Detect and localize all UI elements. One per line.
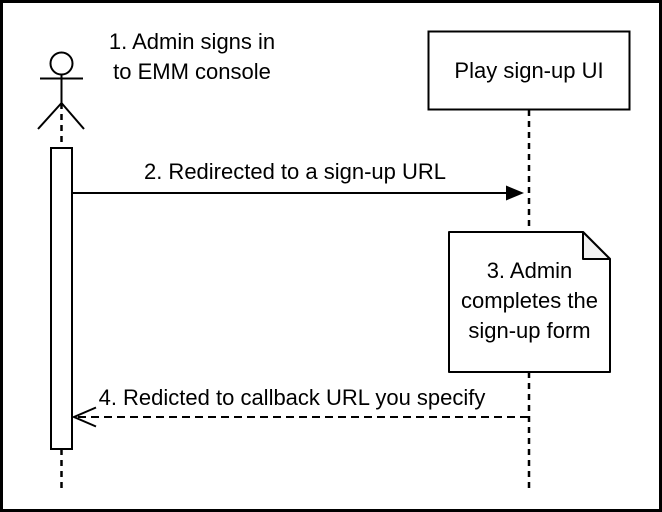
step1-label: 1. Admin signs in to EMM console [92,27,292,87]
step1-label-line1: 1. Admin signs in [108,29,276,54]
step3-note-line2: completes the [461,288,598,313]
message4-open-arrowhead-icon [71,406,97,428]
step2-message-label: 2. Redirected to a sign-up URL [143,159,447,184]
actor-icon [37,51,85,130]
step3-note-line1: 3. Admin [486,258,573,283]
play-signup-ui-box [427,30,631,111]
activation-bar [50,147,73,450]
actor-head [49,51,74,76]
step1-label-line2: to EMM console [113,59,271,84]
play-signup-ui-label: Play sign-up UI [454,57,604,83]
actor-left-leg [37,102,63,130]
message2-arrowhead-icon [506,185,524,201]
step3-note-line3: sign-up form [468,318,591,343]
note-fold-icon [582,231,611,260]
step4-message-label: 4. Redicted to callback URL you specify [98,385,486,410]
actor-right-leg [60,102,85,130]
step3-note-label: 3. Admin completes the sign-up form [449,256,610,346]
note-shape [448,231,611,373]
